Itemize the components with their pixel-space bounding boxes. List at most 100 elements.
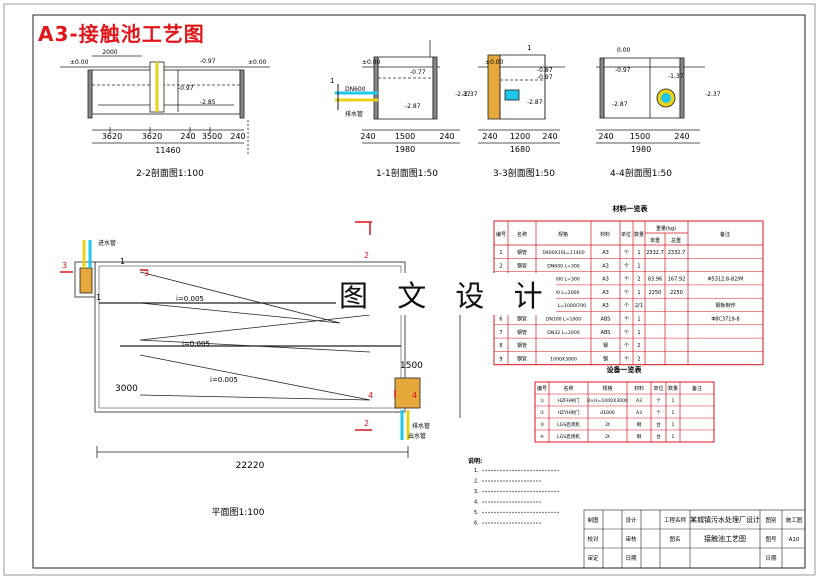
- wall-left: [87, 69, 93, 119]
- title-block-cell: 某城镇污水处理厂设计: [690, 515, 760, 524]
- title-block-cell: 审定: [587, 554, 599, 562]
- material-cell: 2/1: [635, 303, 643, 309]
- tank-outer: [94, 261, 406, 413]
- level-label: -2.87: [527, 99, 543, 106]
- title-block-text: 制图设计工程名称某城镇污水处理厂设计校对审核图名接触池工艺图审定日期图别施工图图…: [587, 515, 802, 562]
- material-cell: 钢管: [517, 355, 527, 362]
- level-label: ±0.00: [485, 59, 504, 66]
- dim-3: 240: [439, 132, 454, 141]
- material-cell: DN600 L=300: [547, 277, 579, 283]
- material-cell: ABS: [601, 317, 611, 323]
- level-label: -0.97: [615, 67, 631, 74]
- note-item: 6.: [474, 521, 479, 527]
- drain-label: 排水管: [412, 422, 430, 430]
- title-block-side: A10: [789, 537, 800, 543]
- section-mark: 4: [368, 391, 373, 400]
- equipment-cell: 1: [672, 434, 675, 440]
- material-cell: A3: [602, 263, 609, 269]
- dim-2: 3620: [142, 132, 162, 141]
- level-label: -2.37: [705, 91, 721, 98]
- level-label: 0.00: [617, 47, 631, 54]
- material-cell: 2: [499, 263, 502, 269]
- material-cell: 2250: [670, 290, 683, 296]
- inlet-pipe-label: 进水管: [98, 239, 116, 247]
- section-3-3: [478, 54, 565, 144]
- dim-2: 1500: [395, 132, 415, 141]
- material-header: 规格: [558, 231, 568, 238]
- material-cell: 1: [637, 250, 640, 256]
- equipment-cell: 个: [656, 398, 661, 404]
- dim-1: 240: [360, 132, 375, 141]
- equipment-cell: ②: [540, 410, 544, 416]
- plan-caption: 平面图1:100: [212, 507, 265, 518]
- equipment-table-title: 设备一览表: [607, 365, 643, 374]
- level-label-5: -2.85: [200, 99, 216, 106]
- level-label-4: -0.97: [178, 85, 194, 92]
- pipe-section: [504, 89, 520, 101]
- note-item: 4.: [474, 500, 479, 506]
- notes: 1.2.3.4.5.6.: [474, 468, 560, 527]
- mark-label: 1: [330, 77, 334, 85]
- equipment-cell: 台: [656, 421, 661, 428]
- material-cell: A3: [602, 250, 609, 256]
- material-header: 单位: [621, 231, 631, 238]
- material-cell: A3: [602, 277, 609, 283]
- material-cell: 钢管: [517, 249, 527, 256]
- section-2-2-caption: 2-2剖面图1:100: [136, 167, 204, 179]
- outlet-label: 出水管: [408, 432, 426, 440]
- dim-3: 240: [180, 132, 195, 141]
- level-label: -2.37: [455, 91, 471, 98]
- material-cell: 2332.7: [646, 250, 664, 256]
- equipment-cell: B×H=1000X3000: [587, 398, 628, 404]
- note-item: 3.: [474, 489, 479, 495]
- material-cell: 个: [624, 303, 629, 309]
- drain-label: 排水管: [345, 110, 363, 118]
- material-cell: 1000X3000: [550, 356, 577, 362]
- equipment-cell: 台: [656, 433, 661, 440]
- title-block-cell: 制图: [587, 516, 599, 524]
- material-header: 编号: [496, 231, 506, 238]
- material-cell: 钢管: [517, 262, 527, 269]
- material-cell: 6: [499, 317, 502, 323]
- baffle-3: [139, 354, 371, 401]
- note-item: 2.: [474, 479, 479, 485]
- material-cell: 7: [499, 330, 502, 336]
- level-label: -2.87: [405, 103, 421, 110]
- level-label-3: ±0.00: [248, 59, 267, 66]
- material-cell: 个: [624, 356, 629, 362]
- equipment-cell: HZYH闸门: [557, 409, 579, 416]
- title-block-cell: 设计: [625, 516, 637, 524]
- equipment-header: 数量: [668, 385, 678, 392]
- slope-label-2: i=0.005: [182, 340, 210, 348]
- note-item: 5.: [474, 510, 479, 516]
- slope-label-3: i=0.005: [210, 376, 238, 384]
- title-block-cell: 图名: [669, 535, 680, 543]
- material-header: 材料: [600, 231, 610, 238]
- material-cell: 钢板制作: [715, 302, 735, 309]
- material-header: 备注: [720, 231, 730, 238]
- outlet-chamber: [394, 377, 421, 409]
- material-cell: 1: [499, 250, 502, 256]
- equipment-header: 名称: [563, 385, 573, 392]
- material-cell: Φ600 L=2000: [548, 290, 580, 296]
- section-mark: 2: [364, 251, 369, 260]
- section-mark: 3: [144, 269, 149, 278]
- dim-4: 3500: [202, 132, 222, 141]
- mark-label: 1: [527, 44, 531, 52]
- tank-outline: [91, 69, 241, 115]
- material-subheader: 总重: [671, 237, 681, 244]
- level-label: -2.87: [612, 101, 628, 108]
- equipment-cell: 2t: [605, 422, 610, 428]
- outer-border: [3, 3, 816, 576]
- section-mark: 2: [364, 419, 369, 428]
- material-cell: 9: [499, 356, 502, 362]
- dim-1500: 1500: [400, 361, 423, 371]
- material-cell: D2/3.4 L=1000/700: [541, 303, 586, 309]
- material-cell: Φ5312.8-82/M: [708, 277, 744, 283]
- section-mark: 4: [412, 391, 417, 400]
- dim-total: 1980: [631, 145, 651, 154]
- material-cell: 1: [637, 290, 640, 296]
- material-cell: 个: [624, 250, 629, 256]
- section-1-1-caption: 1-1剖面图1:50: [376, 167, 438, 179]
- material-cell: 钢管: [517, 329, 527, 336]
